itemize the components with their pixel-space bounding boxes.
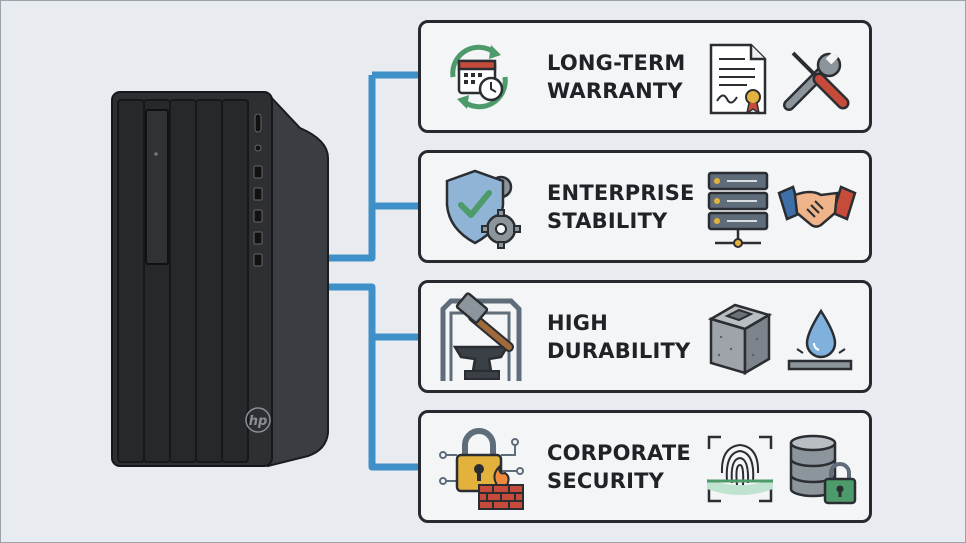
feature-line1: HIGH [547, 310, 609, 335]
feature-title-security: CORPORATE SECURITY [547, 413, 691, 520]
padlock-firewall-icon [437, 425, 527, 511]
wrench-screwdriver-icon [779, 41, 855, 117]
connector-main [326, 206, 376, 337]
desktop-tower: hp [108, 88, 330, 473]
feature-card-stability: ENTERPRISE STABILITY [418, 150, 872, 263]
server-rack-icon [707, 169, 769, 249]
feature-line2: DURABILITY [547, 338, 691, 363]
feature-title-stability: ENTERPRISE STABILITY [547, 153, 695, 260]
feature-line1: CORPORATE [547, 440, 691, 465]
feature-line1: ENTERPRISE [547, 180, 695, 205]
handshake-icon [777, 179, 857, 237]
connector-warranty [368, 71, 418, 206]
feature-line2: STABILITY [547, 208, 668, 233]
connector-security [368, 337, 418, 471]
feature-line2: SECURITY [547, 468, 665, 493]
shield-gear-icon [439, 165, 525, 251]
water-drop-surface-icon [785, 305, 855, 375]
feature-line2: WARRANTY [547, 78, 683, 103]
feature-card-security: CORPORATE SECURITY [418, 410, 872, 523]
feature-card-durability: HIGH DURABILITY [418, 280, 872, 393]
feature-line1: LONG-TERM [547, 50, 686, 75]
concrete-block-icon [705, 301, 775, 377]
calendar-clock-refresh-icon [439, 37, 519, 117]
certificate-document-icon [707, 41, 769, 117]
feature-title-durability: HIGH DURABILITY [547, 283, 690, 390]
fingerprint-scan-icon [705, 433, 775, 505]
feature-title-warranty: LONG-TERM WARRANTY [547, 23, 685, 130]
feature-card-warranty: LONG-TERM WARRANTY [418, 20, 872, 133]
hp-logo: hp [249, 414, 268, 429]
hammer-anvil-icon [437, 291, 525, 383]
database-lock-icon [787, 433, 861, 507]
